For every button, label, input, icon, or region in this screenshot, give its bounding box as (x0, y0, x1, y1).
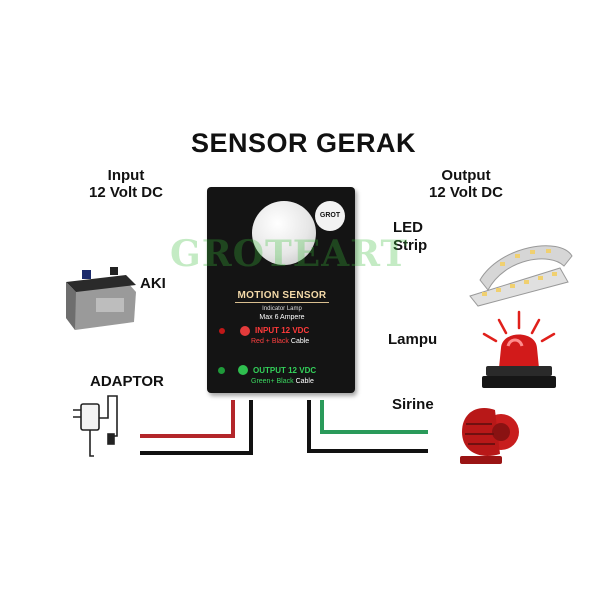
output-cable-colors: Green+ Black (251, 378, 294, 385)
output-cable-text: Green+ Black Cable (251, 378, 314, 385)
output-cable-word: Cable (295, 378, 314, 385)
pir-lens (252, 201, 316, 265)
brand-badge: GROT (315, 201, 345, 231)
lampu-label: Lampu (388, 331, 438, 348)
input-cable-colors: Red + Black (251, 338, 289, 345)
siren-icon (460, 408, 519, 464)
input-indicator-led (240, 326, 250, 336)
input-cable-text: Red + Black Cable (251, 338, 309, 345)
input-black-wire (140, 400, 253, 455)
output-black-wire (307, 400, 428, 453)
output-heading-line2: 12 Volt DC (429, 184, 503, 201)
indicator-lamp-text: Indicator Lamp (262, 306, 302, 312)
motion-sensor-box: GROT MOTION SENSOR Indicator Lamp Max 6 … (207, 187, 355, 393)
sirine-label: Sirine (392, 396, 434, 413)
output-green-wire (320, 400, 428, 434)
power-adaptor-icon (73, 395, 118, 457)
output-heading-line1: Output (441, 167, 491, 184)
page-title: SENSOR GERAK (190, 128, 417, 158)
car-battery-icon (66, 267, 136, 330)
input-red-wire (140, 400, 235, 438)
small-red-led (219, 328, 225, 334)
input-heading-line2: 12 Volt DC (89, 184, 163, 201)
sensor-panel-title: MOTION SENSOR (235, 290, 329, 303)
aki-label: AKI (140, 275, 166, 292)
watermark: GROTEART (170, 233, 409, 275)
output-voltage-label: OUTPUT 12 VDC (253, 366, 317, 375)
adaptor-label: ADAPTOR (90, 373, 164, 390)
input-heading: Input 12 Volt DC (66, 167, 186, 201)
max-ampere-text: Max 6 Ampere (259, 314, 305, 321)
input-heading-line1: Input (107, 167, 145, 184)
warning-lamp-icon (482, 310, 556, 388)
led-strip-label-line2: Strip (393, 237, 428, 254)
input-voltage-label: INPUT 12 VDC (255, 326, 310, 335)
output-indicator-led (238, 365, 248, 375)
input-cable-word: Cable (290, 338, 310, 345)
led-strip-icon (469, 245, 573, 307)
small-green-led (218, 367, 225, 374)
led-strip-label: LED Strip (393, 219, 427, 255)
output-heading: Output 12 Volt DC (406, 167, 526, 201)
led-strip-label-line1: LED (393, 219, 423, 236)
